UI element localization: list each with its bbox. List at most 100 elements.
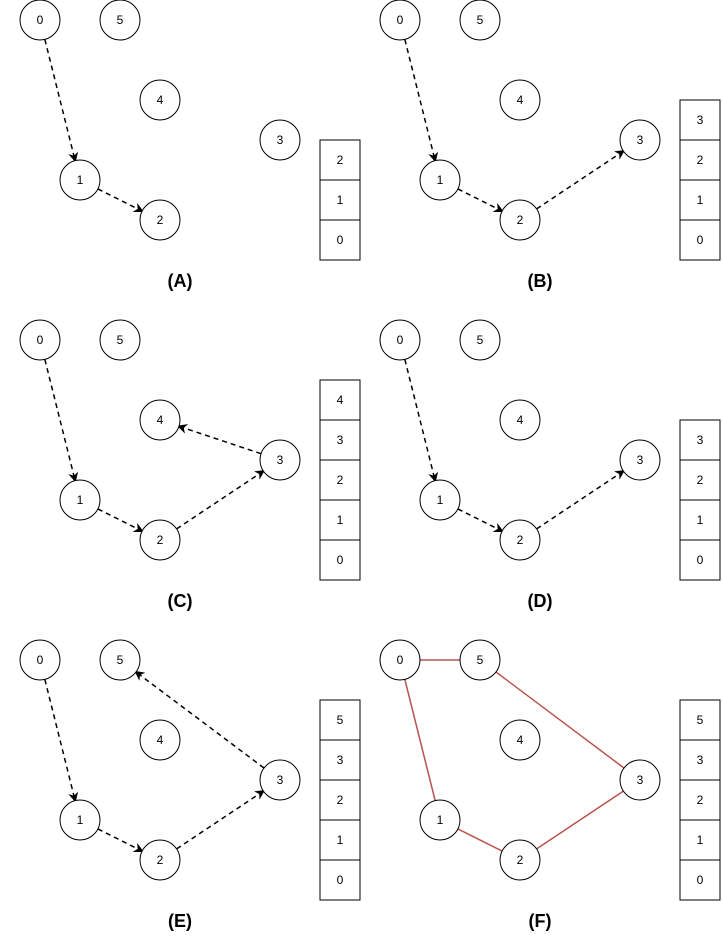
node-label: 3 <box>277 453 284 467</box>
node-circle <box>499 519 541 561</box>
node-0: 0 <box>379 639 421 681</box>
node-4: 4 <box>499 719 541 761</box>
stack-cell <box>679 459 721 501</box>
node-circle <box>59 479 101 521</box>
stack-cell <box>679 499 721 541</box>
stack-cell <box>319 179 361 221</box>
stack-cell <box>679 859 721 901</box>
edge-2-3 <box>176 789 266 850</box>
edge-3-5 <box>495 671 625 769</box>
node-5: 5 <box>459 0 501 41</box>
edge-0-1 <box>404 679 436 801</box>
node-circle <box>99 319 141 361</box>
stack-cell <box>319 459 361 501</box>
node-circle <box>419 799 461 841</box>
edge-1-2 <box>97 188 144 212</box>
node-1: 1 <box>419 799 461 841</box>
node-label: 0 <box>37 653 44 667</box>
node-3: 3 <box>259 119 301 161</box>
panel-caption: (E) <box>168 911 192 931</box>
node-circle <box>259 119 301 161</box>
node-1: 1 <box>59 479 101 521</box>
node-label: 0 <box>397 333 404 347</box>
node-circle <box>139 399 181 441</box>
stack-value: 2 <box>337 153 344 167</box>
node-circle <box>139 199 181 241</box>
node-label: 5 <box>117 333 124 347</box>
node-circle <box>619 119 661 161</box>
stack-cell <box>319 219 361 261</box>
node-5: 5 <box>459 319 501 361</box>
stack-value: 3 <box>697 433 704 447</box>
node-1: 1 <box>59 159 101 201</box>
node-label: 0 <box>397 13 404 27</box>
node-label: 1 <box>77 493 84 507</box>
node-label: 3 <box>277 133 284 147</box>
edge-2-3 <box>536 149 626 210</box>
stack-cell <box>679 699 721 741</box>
stack-value: 0 <box>337 233 344 247</box>
edge-0-1 <box>404 359 439 483</box>
node-circle <box>59 799 101 841</box>
stack-cell <box>679 99 721 141</box>
stack-value: 4 <box>337 393 344 407</box>
node-circle <box>59 159 101 201</box>
node-label: 1 <box>437 813 444 827</box>
node-0: 0 <box>379 0 421 41</box>
node-3: 3 <box>619 759 661 801</box>
node-label: 0 <box>37 333 44 347</box>
stack-cell <box>679 219 721 261</box>
stack-value: 2 <box>697 153 704 167</box>
node-label: 5 <box>477 333 484 347</box>
node-3: 3 <box>259 759 301 801</box>
node-0: 0 <box>19 639 61 681</box>
node-circle <box>419 479 461 521</box>
node-3: 3 <box>619 439 661 481</box>
stack-cell <box>319 739 361 781</box>
node-1: 1 <box>419 159 461 201</box>
node-label: 5 <box>117 13 124 27</box>
node-label: 2 <box>157 853 164 867</box>
stack-value: 1 <box>337 833 344 847</box>
stack-cell <box>319 539 361 581</box>
node-label: 1 <box>77 173 84 187</box>
edge-3-4 <box>177 424 262 455</box>
node-5: 5 <box>99 0 141 41</box>
node-circle <box>379 0 421 41</box>
node-1: 1 <box>419 479 461 521</box>
node-label: 2 <box>517 853 524 867</box>
node-label: 2 <box>157 533 164 547</box>
stack-value: 3 <box>697 113 704 127</box>
stack-value: 1 <box>337 193 344 207</box>
node-4: 4 <box>139 399 181 441</box>
stack-cell <box>319 859 361 901</box>
node-circle <box>19 639 61 681</box>
stack-value: 2 <box>697 793 704 807</box>
stack-cell <box>679 739 721 781</box>
node-2: 2 <box>139 199 181 241</box>
node-label: 5 <box>477 653 484 667</box>
panel-caption: (C) <box>168 591 193 611</box>
node-circle <box>499 79 541 121</box>
stack-value: 3 <box>697 753 704 767</box>
node-4: 4 <box>139 79 181 121</box>
node-label: 4 <box>157 413 164 427</box>
node-0: 0 <box>379 319 421 361</box>
node-circle <box>139 839 181 881</box>
stack-cell <box>319 499 361 541</box>
node-label: 4 <box>517 93 524 107</box>
node-label: 3 <box>637 773 644 787</box>
stack-value: 2 <box>697 473 704 487</box>
node-circle <box>499 839 541 881</box>
stack-value: 2 <box>337 473 344 487</box>
node-label: 0 <box>37 13 44 27</box>
edge-1-2 <box>97 828 144 852</box>
node-label: 4 <box>517 733 524 747</box>
node-5: 5 <box>99 639 141 681</box>
node-2: 2 <box>499 839 541 881</box>
node-label: 4 <box>157 93 164 107</box>
node-circle <box>499 199 541 241</box>
